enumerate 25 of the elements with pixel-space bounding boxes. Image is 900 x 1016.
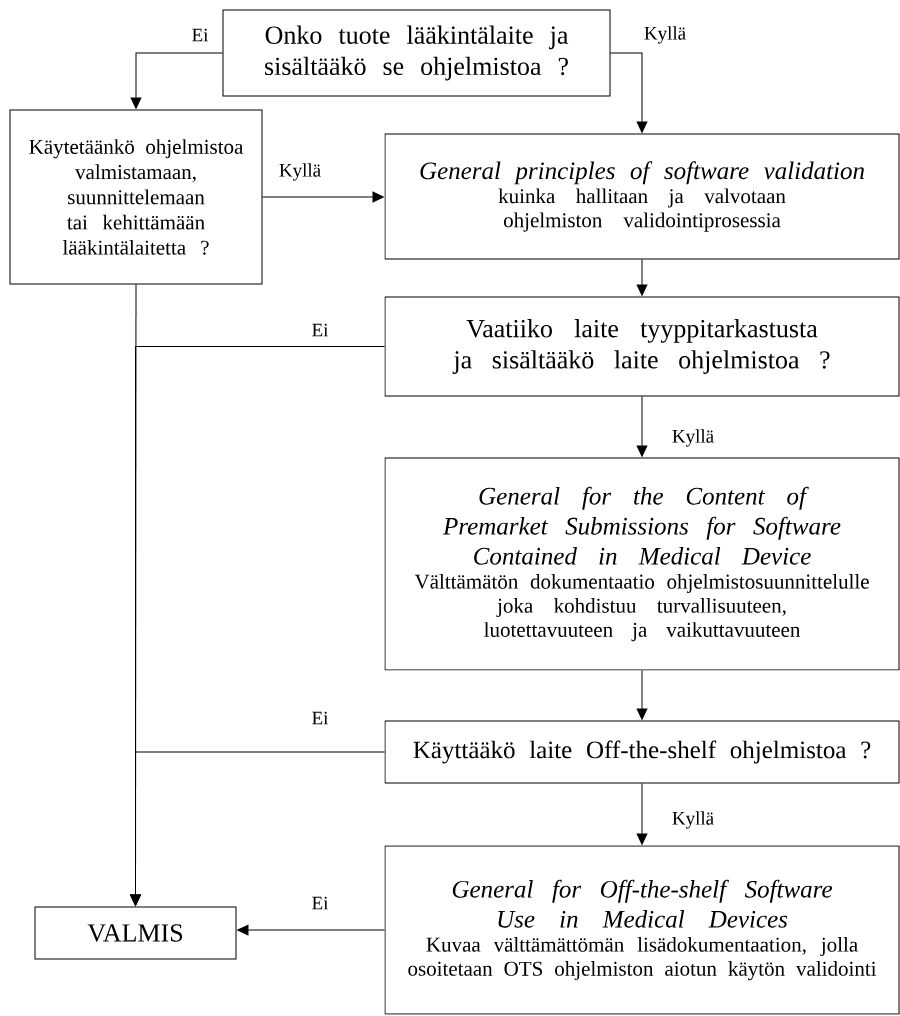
arrow <box>262 191 384 203</box>
edge-label: Kyllä <box>642 25 688 45</box>
arrow <box>130 751 385 906</box>
arrow <box>610 52 648 133</box>
arrow <box>636 396 648 457</box>
arrow <box>237 924 385 936</box>
process-box: General for Off-the-shelf Software Use in Medical Devices Kuvaa välttämättömän lisädokumentaation, jolla osoitetaan OTS ohjelmiston aiotun käytön validointi <box>384 845 900 1015</box>
arrow <box>636 670 648 720</box>
decision-box: Vaatiiko laite tyyppitarkastusta ja sisältääkö laite ohjelmistoa ? <box>384 296 900 397</box>
decision-box: Käytetäänkö ohjelmistoa valmistamaan, suunnittelemaan tai kehittämään lääkintälaitetta ? <box>9 109 263 285</box>
process-box: General for the Content of Premarket Submissions for Software Contained in Medical Device Välttämätön dokumentaatio ohjelmistosuunnittelulle joka kohdistuu turvallisuuteen, luotettavuuteen ja vaikuttavuuteen <box>384 457 900 671</box>
arrow <box>636 259 648 296</box>
edge-label: Kyllä <box>277 162 323 182</box>
edge-label: Kyllä <box>670 428 716 448</box>
process-box: General principles of software validation kuinka hallitaan ja valvotaan ohjelmiston validointiprosessia <box>384 133 900 260</box>
edge-label: Ei <box>310 895 330 911</box>
decision-box: Käyttääkö laite Off-the-shelf ohjelmistoa ? <box>384 720 900 784</box>
arrow <box>130 52 223 109</box>
arrow <box>636 783 648 845</box>
edge-label: Ei <box>190 27 210 43</box>
edge-label: Ei <box>310 322 330 338</box>
edge-label: Ei <box>310 710 330 726</box>
edge-label: Kyllä <box>670 810 716 830</box>
end-box: VALMIS <box>34 906 237 960</box>
decision-box: Onko tuote lääkintälaite ja sisältääkö se ohjelmistoa ? <box>222 9 611 97</box>
